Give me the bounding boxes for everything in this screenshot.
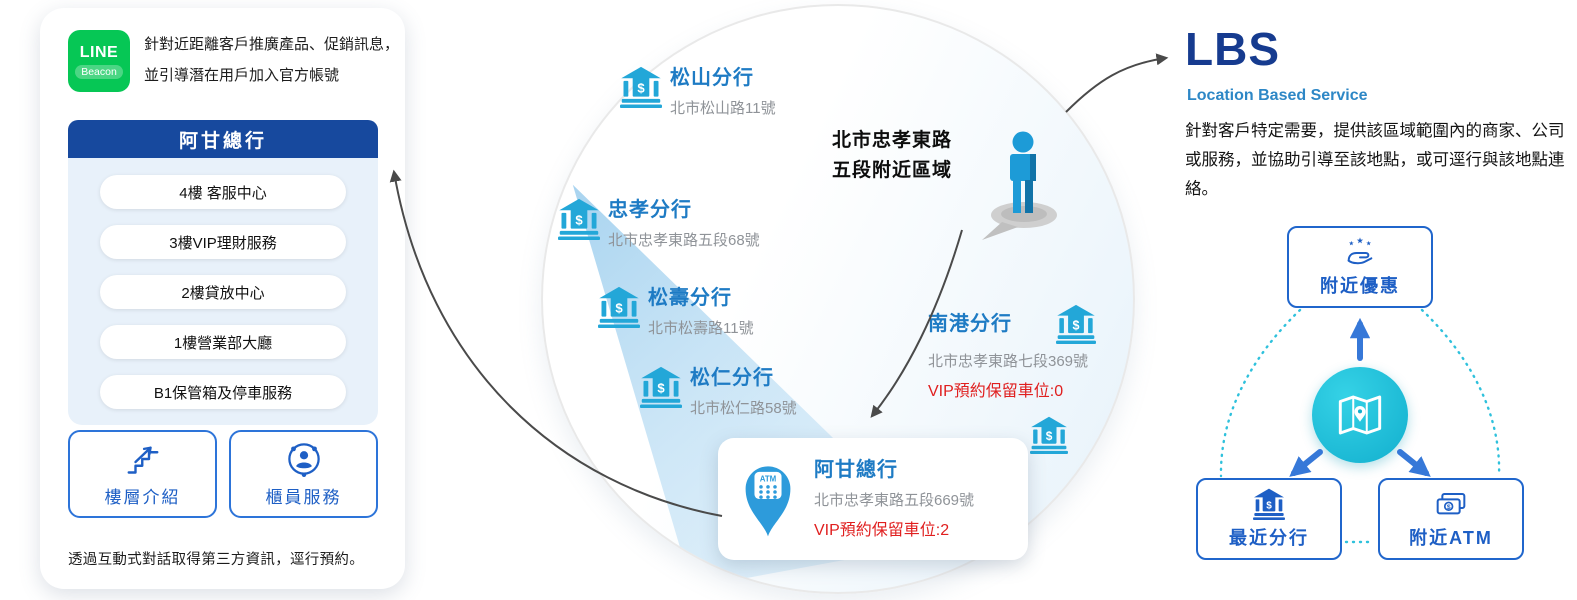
lbs-subtitle: Location Based Service [1187, 87, 1368, 104]
customer-person-icon [982, 131, 1057, 240]
bank-icon [1030, 416, 1068, 454]
branch-songren: 松仁分行 北市松仁路58號 [640, 366, 797, 418]
bank-icon [620, 66, 662, 108]
bank-icon [1253, 488, 1285, 520]
beacon-description: 針對近距離客戶推廣產品、促銷訊息，並引導潛在用戶加入官方帳號 [144, 36, 400, 84]
line-beacon-panel: LINE Beacon 針對近距離客戶推廣產品、促銷訊息，並引導潛在用戶加入官方… [40, 8, 405, 589]
area-label: 北市忠孝東路 五段附近區域 [832, 126, 952, 186]
hub-arrow-down-right [1397, 449, 1431, 477]
floor-item-2f[interactable]: 2樓貸放中心 [100, 275, 346, 309]
main-branch-text: 阿甘總行 北市忠孝東路五段669號 VIP預約保留車位:2 [814, 458, 974, 540]
floor-item-4f[interactable]: 4樓 客服中心 [100, 175, 346, 209]
lbs-node-nearby-atm: 附近ATM [1378, 478, 1524, 560]
hand-stars-icon [1344, 236, 1376, 268]
vip-parking-status: VIP預約保留車位:2 [814, 522, 950, 539]
bank-icon [558, 198, 600, 240]
lbs-node-label: 附近ATM [1409, 528, 1493, 548]
headquarters-header: 阿甘總行 [68, 120, 378, 158]
main-branch-card: ATM 阿甘總行 北市忠孝東路五段669號 VIP預約保留車位:2 [718, 438, 1028, 560]
bank-icon [640, 366, 682, 408]
branch-songshou: 松壽分行 北市松壽路11號 [598, 286, 754, 338]
branch-address: 北市松仁路58號 [690, 400, 797, 417]
logo-beacon-text: Beacon [75, 64, 123, 79]
branch-name: 松仁分行 [690, 367, 774, 389]
branch-address: 北市松山路11號 [670, 100, 776, 117]
branch-address: 北市松壽路11號 [648, 320, 754, 337]
teller-service-label: 櫃員服務 [265, 487, 342, 507]
logo-line-text: LINE [79, 43, 119, 61]
branch-nangang: 南港分行 北市忠孝東路七段369號 VIP預約保留車位:0 [928, 304, 1096, 401]
lbs-node-nearest-branch: 最近分行 [1196, 478, 1342, 560]
atm-pin-icon: ATM [745, 466, 791, 537]
area-label-line2: 五段附近區域 [832, 160, 953, 181]
lbs-hub [1312, 367, 1408, 463]
teller-icon [286, 441, 322, 477]
atm-note-icon [1435, 488, 1467, 520]
branch-songshan: 松山分行 北市松山路11號 [620, 66, 776, 118]
branch-text: 松仁分行 北市松仁路58號 [690, 366, 797, 418]
branch-text: 松壽分行 北市松壽路11號 [648, 286, 754, 338]
dotted-link-right [1420, 308, 1501, 478]
action-button-row: 樓層介紹 櫃員服務 [68, 430, 378, 518]
lbs-node-label: 最近分行 [1229, 528, 1309, 548]
teller-service-button[interactable]: 櫃員服務 [229, 430, 378, 518]
branch-name: 松壽分行 [648, 287, 732, 309]
main-branch-address: 北市忠孝東路五段669號 [814, 492, 975, 509]
lbs-node-nearby-offers: 附近優惠 [1287, 226, 1433, 308]
vip-parking-status: VIP預約保留車位:0 [928, 383, 1064, 400]
floor-item-3f[interactable]: 3樓VIP理財服務 [100, 225, 346, 259]
branch-text: 松山分行 北市松山路11號 [670, 66, 776, 118]
floor-intro-label: 樓層介紹 [104, 487, 181, 507]
map-icon [1333, 388, 1387, 442]
line-beacon-logo: LINE Beacon [68, 30, 130, 92]
bank-icon [598, 286, 640, 328]
floor-item-b1[interactable]: B1保管箱及停車服務 [100, 375, 346, 409]
branch-zhongxiao: 忠孝分行 北市忠孝東路五段68號 [558, 198, 760, 250]
branch-text: 忠孝分行 北市忠孝東路五段68號 [608, 198, 760, 250]
dotted-link-left [1219, 308, 1302, 478]
panel-footer-note: 透過互動式對話取得第三方資訊，逕行預約。 [68, 552, 364, 568]
branch-address: 北市忠孝東路五段68號 [608, 232, 760, 249]
branch-name: 松山分行 [670, 67, 754, 89]
floor-list: 4樓 客服中心 3樓VIP理財服務 2樓貸放中心 1樓營業部大廳 B1保管箱及停… [68, 158, 378, 425]
pin-atm-label: ATM [760, 475, 777, 484]
bank-icon [1056, 304, 1096, 344]
escalator-icon [125, 441, 161, 477]
main-branch-name: 阿甘總行 [814, 459, 898, 481]
lbs-node-label: 附近優惠 [1320, 276, 1400, 296]
branch-name: 忠孝分行 [608, 199, 692, 221]
hub-arrow-down-left [1289, 449, 1323, 477]
area-label-line1: 北市忠孝東路 [832, 130, 953, 151]
branch-name-row: 南港分行 [928, 304, 1096, 344]
lbs-description: 針對客戶特定需要，提供該區域範圍內的商家、公司或服務，並協助引導至該地點，或可逕… [1185, 122, 1565, 198]
branch-name: 南港分行 [928, 313, 1012, 335]
lbs-title: LBS [1185, 23, 1280, 75]
floor-item-1f[interactable]: 1樓營業部大廳 [100, 325, 346, 359]
branch-address: 北市忠孝東路七段369號 [928, 353, 1089, 370]
floor-intro-button[interactable]: 樓層介紹 [68, 430, 217, 518]
